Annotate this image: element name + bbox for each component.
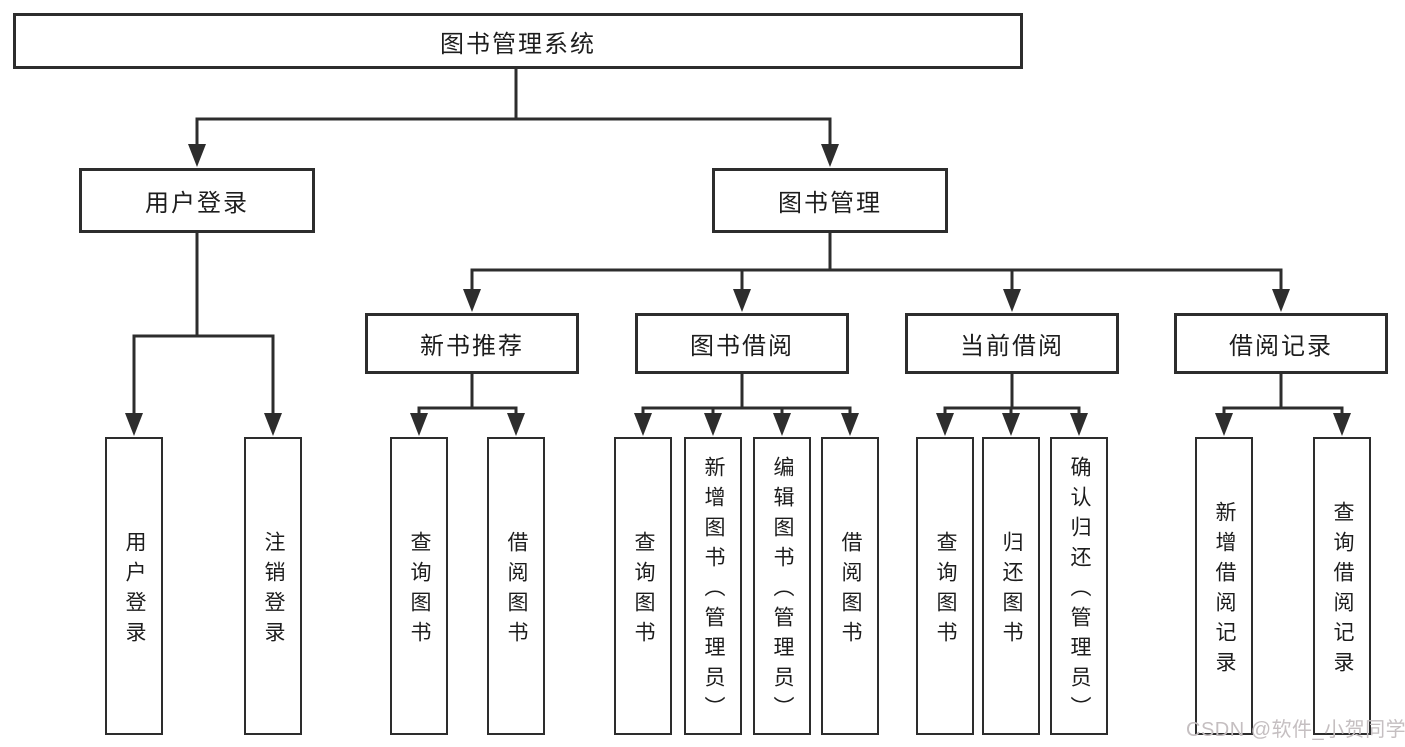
- leaf-label: 新增图书（管理员）: [702, 455, 725, 726]
- node-label: 借阅记录: [1229, 333, 1333, 360]
- leaf-label: 编辑图书（管理员）: [771, 455, 794, 726]
- leaf-query-borrow-record: 查询借阅记录: [1313, 437, 1371, 735]
- leaf-label: 用户登录: [123, 530, 146, 651]
- node-label: 图书借阅: [690, 333, 794, 360]
- leaf-query-books-borrow: 查询图书: [614, 437, 672, 735]
- leaf-label: 查询借阅记录: [1331, 500, 1354, 681]
- leaf-label: 注销登录: [262, 530, 285, 651]
- leaf-label: 查询图书: [934, 530, 957, 651]
- node-label: 图书管理: [778, 190, 882, 217]
- node-new-book-recommend: 新书推荐: [365, 313, 579, 374]
- leaf-query-books-current: 查询图书: [916, 437, 974, 735]
- leaf-confirm-return-admin: 确认归还（管理员）: [1050, 437, 1108, 735]
- leaf-query-books-recommend: 查询图书: [390, 437, 448, 735]
- leaf-label: 归还图书: [1000, 530, 1023, 651]
- leaf-label: 借阅图书: [839, 530, 862, 651]
- node-label: 用户登录: [145, 190, 249, 217]
- leaf-label: 查询图书: [632, 530, 655, 651]
- node-borrow-records: 借阅记录: [1174, 313, 1388, 374]
- leaf-add-book-admin: 新增图书（管理员）: [684, 437, 742, 735]
- node-book-borrow: 图书借阅: [635, 313, 849, 374]
- leaf-borrow-books: 借阅图书: [821, 437, 879, 735]
- leaf-label: 确认归还（管理员）: [1068, 455, 1091, 726]
- node-label: 当前借阅: [960, 333, 1064, 360]
- node-book-management: 图书管理: [712, 168, 948, 233]
- node-library-management-system: 图书管理系统: [13, 13, 1023, 69]
- leaf-edit-book-admin: 编辑图书（管理员）: [753, 437, 811, 735]
- leaf-add-borrow-record: 新增借阅记录: [1195, 437, 1253, 735]
- node-label: 图书管理系统: [440, 30, 596, 58]
- csdn-watermark: CSDN @软件_小贺同学: [1186, 719, 1405, 741]
- node-user-login: 用户登录: [79, 168, 315, 233]
- leaf-label: 借阅图书: [505, 530, 528, 651]
- leaf-label: 新增借阅记录: [1213, 500, 1236, 681]
- node-current-borrow: 当前借阅: [905, 313, 1119, 374]
- leaf-logout: 注销登录: [244, 437, 302, 735]
- leaf-return-book: 归还图书: [982, 437, 1040, 735]
- node-label: 新书推荐: [420, 333, 524, 360]
- leaf-user-login: 用户登录: [105, 437, 163, 735]
- leaf-borrow-books-recommend: 借阅图书: [487, 437, 545, 735]
- leaf-label: 查询图书: [408, 530, 431, 651]
